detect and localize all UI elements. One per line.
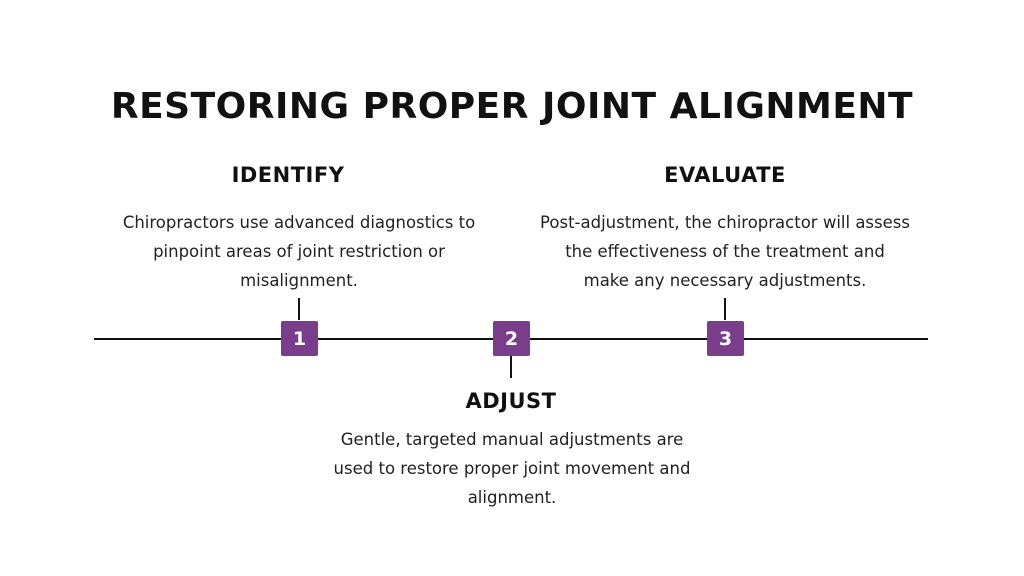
step-1-connector: [298, 298, 300, 320]
step-2-marker: 2: [493, 321, 530, 356]
step-1-marker: 1: [281, 321, 318, 356]
step-3-marker: 3: [707, 321, 744, 356]
page-title: RESTORING PROPER JOINT ALIGNMENT: [110, 86, 914, 127]
step-1-heading: IDENTIFY: [231, 163, 345, 187]
step-2-heading: ADJUST: [465, 389, 557, 413]
step-2-connector: [510, 356, 512, 378]
step-3-connector: [724, 298, 726, 320]
step-2-description: Gentle, targeted manual adjustments are …: [333, 430, 691, 507]
step-1-description: Chiropractors use advanced diagnostics t…: [122, 213, 476, 290]
step-3-heading: EVALUATE: [664, 163, 786, 187]
step-3-description: Post-adjustment, the chiropractor will a…: [540, 213, 910, 290]
